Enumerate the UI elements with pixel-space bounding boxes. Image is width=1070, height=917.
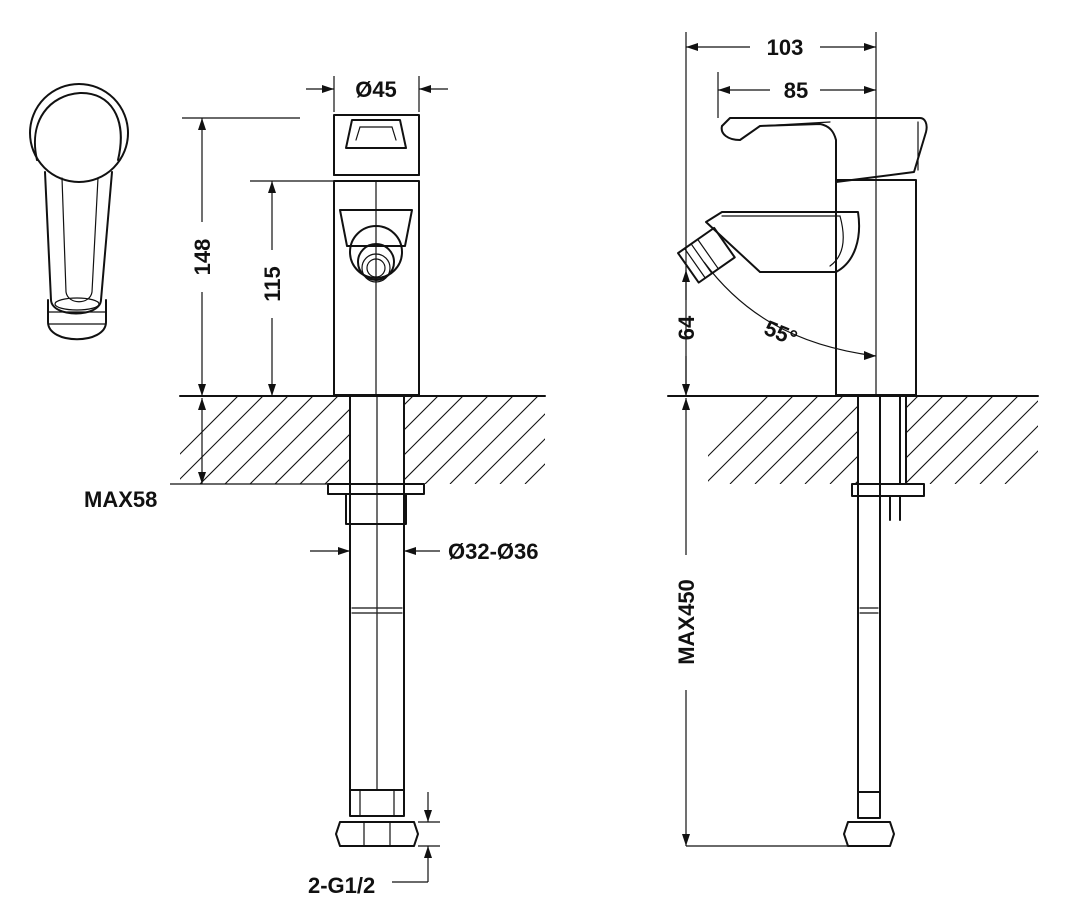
dim-front-diameter: Ø45: [355, 77, 397, 102]
dim-hose-length: MAX450: [674, 579, 699, 665]
countertop-section: [179, 395, 1039, 484]
dim-side-spout-height: 64: [674, 315, 699, 340]
dim-side-total-depth: 103: [767, 35, 804, 60]
dim-max-deck-thickness: MAX58: [84, 487, 157, 512]
dim-front-height-total: 148: [190, 239, 215, 276]
front-supply-hoses: [327, 395, 425, 847]
dim-connection: 2-G1/2: [308, 873, 375, 898]
side-supply-hoses: [843, 395, 925, 847]
handle-detail: [29, 83, 129, 341]
dim-front-height-spout: 115: [260, 266, 285, 302]
dimension-labels: Ø45 148 115 MAX58 Ø32-Ø36 2-G1/2 103 85 …: [84, 35, 808, 898]
faucet-side-view: [677, 99, 928, 396]
faucet-front-view: [333, 114, 420, 396]
dimension-lines: [170, 32, 877, 883]
dim-side-lever-length: 85: [784, 78, 808, 103]
dim-mounting-hole: Ø32-Ø36: [448, 539, 539, 564]
